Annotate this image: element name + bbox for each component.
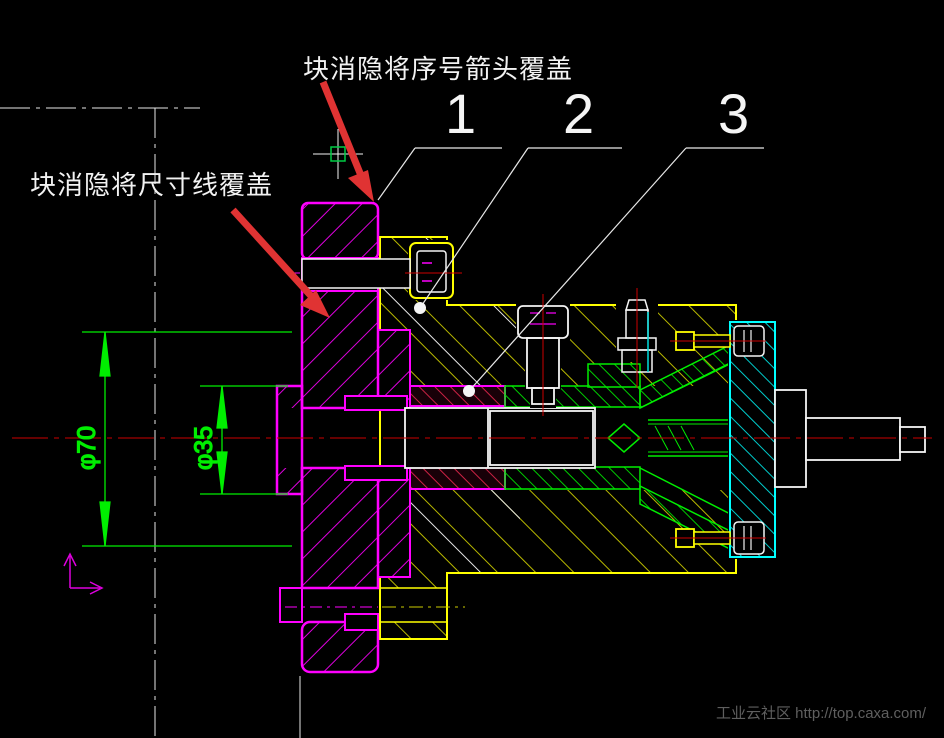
watermark-text: 工业云社区 http://top.caxa.com/ [716, 705, 927, 722]
annotation-arrow-dimension [230, 207, 330, 318]
frame-lines [0, 107, 301, 738]
note-balloon-covered: 块消隐将序号箭头覆盖 [303, 54, 573, 84]
top-plug-bolt [516, 294, 570, 416]
dim-phi70-text: φ70 [73, 426, 101, 470]
dimension-phi35: φ35 [189, 385, 288, 495]
dim-phi35-text: φ35 [190, 426, 218, 470]
balloon-3: 3 [718, 82, 749, 145]
balloon-2: 2 [563, 82, 594, 145]
end-cap [728, 320, 777, 559]
output-shaft [774, 389, 926, 488]
ucs-axis-icon [63, 552, 104, 595]
annotation-arrow-balloon [319, 80, 374, 202]
cap-screws [670, 331, 766, 548]
grease-fitting [616, 288, 658, 388]
note-dimension-covered: 块消隐将尺寸线覆盖 [30, 170, 273, 200]
dimension-phi70: φ70 [72, 331, 292, 547]
balloon-leaders [377, 147, 764, 397]
balloon-1: 1 [445, 82, 476, 145]
